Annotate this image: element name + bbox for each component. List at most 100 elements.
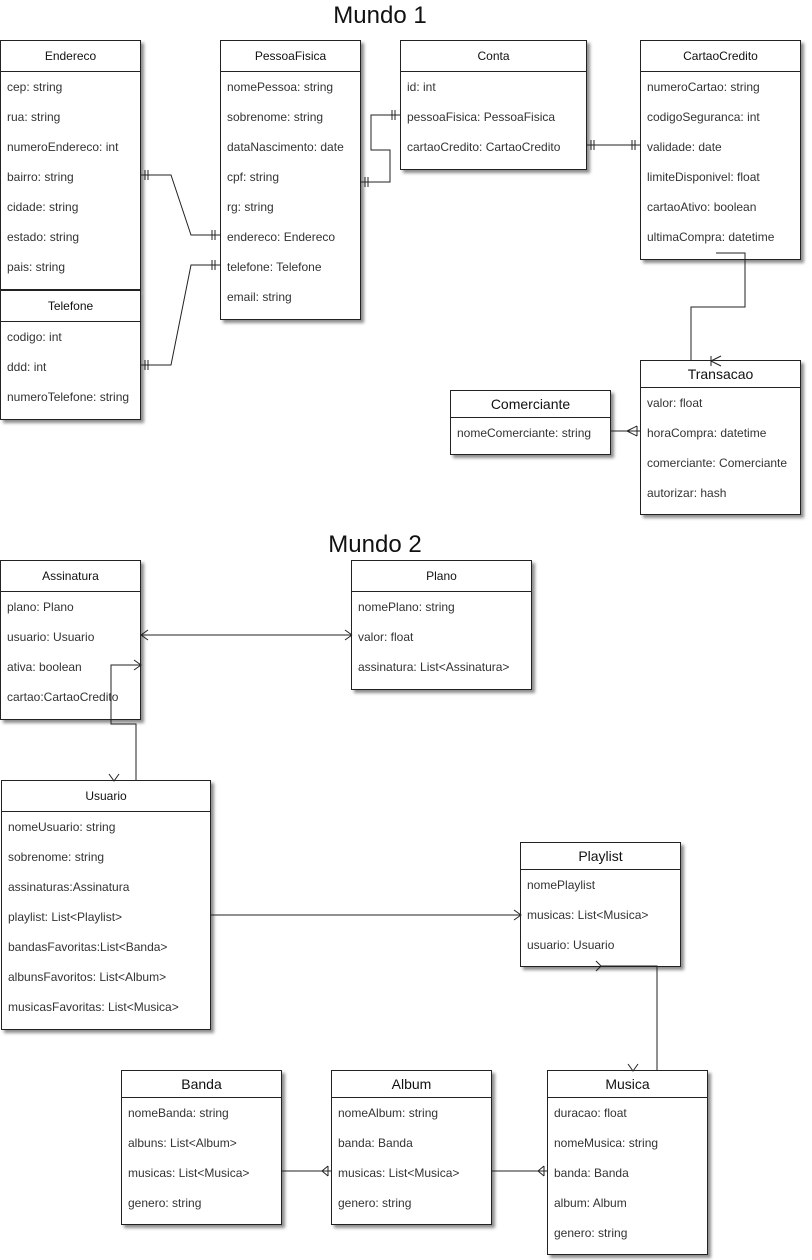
entity-attribute: valor: float	[358, 630, 414, 644]
entity-attribute: email: string	[227, 290, 292, 304]
entity-attribute: ultimaCompra: datetime	[647, 230, 775, 244]
entity-attribute: id: int	[407, 80, 436, 94]
entity-attribute: nomeComerciante: string	[457, 426, 592, 440]
entity-attribute: bairro: string	[7, 170, 74, 184]
entity-cartaocredito[interactable]: CartaoCredito numeroCartao: string codigoS…	[640, 40, 801, 260]
entity-attribute: assinaturas:Assinatura	[8, 880, 130, 894]
entity-banda[interactable]: Banda nomeBanda: string albuns: List<Album…	[121, 1070, 282, 1225]
entity-attribute: genero: string	[128, 1196, 202, 1210]
entity-attribute: musicas: List<Musica>	[338, 1166, 460, 1180]
entity-attribute: numeroTelefone: string	[7, 390, 130, 404]
mark-one-endereco	[144, 170, 149, 180]
entity-name: Comerciante	[451, 391, 610, 418]
mark-many-musica-album	[537, 1165, 545, 1177]
entity-attribute: comerciante: Comerciante	[647, 456, 788, 470]
mark-many-plano-assinatura	[344, 629, 353, 641]
entity-album[interactable]: Album nomeAlbum: string banda: Banda musica…	[331, 1070, 492, 1225]
entity-attribute: numeroEndereco: int	[7, 140, 119, 154]
entity-attribute: valor: float	[647, 396, 703, 410]
connector-usuario-assinatura	[110, 664, 141, 781]
entity-attribute: numeroCartao: string	[647, 80, 760, 94]
entity-attribute: nomePlaylist	[527, 878, 596, 892]
entity-attribute: assinatura: List<Assinatura>	[358, 660, 510, 674]
entity-plano[interactable]: Plano nomePlano: string valor: float assina…	[351, 560, 532, 690]
entity-attribute: validade: date	[647, 140, 722, 154]
entity-name: Banda	[122, 1071, 281, 1098]
entity-attribute: ddd: int	[7, 360, 47, 374]
mark-many-usuario	[108, 773, 120, 782]
entity-attribute: codigoSeguranca: int	[647, 110, 760, 124]
entity-attribute: dataNascimento: date	[227, 140, 344, 154]
diagram-title-mundo-1: Mundo 1	[333, 2, 427, 29]
mark-one-pessoafisica-endereco	[211, 230, 216, 240]
entity-name: Playlist	[521, 843, 680, 870]
entity-playlist[interactable]: Playlist nomePlaylist musicas: List<Musica…	[520, 842, 681, 967]
entity-attribute: musicasFavoritas: List<Musica>	[8, 1000, 179, 1014]
connector-pessoafisica-conta	[361, 114, 401, 183]
entity-attribute: musicas: List<Musica>	[527, 908, 649, 922]
entity-attribute: cartaoAtivo: boolean	[647, 200, 757, 214]
entity-name: Usuario	[2, 781, 210, 812]
entity-attribute: nomePlano: string	[358, 600, 455, 614]
mark-one-pessoafisica-telefone	[211, 260, 216, 270]
entity-attribute: duracao: float	[554, 1106, 627, 1120]
entity-attribute: autorizar: hash	[647, 486, 727, 500]
entity-attribute: cartao:CartaoCredito	[7, 690, 119, 704]
entity-attribute: nomePessoa: string	[227, 80, 334, 94]
entity-attribute: nomeAlbum: string	[338, 1106, 439, 1120]
mark-many-playlist-usuario	[513, 909, 522, 921]
entity-name: Endereco	[1, 41, 140, 72]
mark-many-album-banda	[321, 1165, 329, 1177]
entity-attribute: codigo: int	[7, 330, 62, 344]
diagram-title-mundo-2: Mundo 2	[328, 531, 422, 558]
entity-attribute: rua: string	[7, 110, 61, 124]
entity-attribute: rg: string	[227, 200, 274, 214]
entity-name: Plano	[352, 561, 531, 592]
entity-attribute: cidade: string	[7, 200, 79, 214]
entity-attribute: cartaoCredito: CartaoCredito	[407, 140, 561, 154]
entity-attribute: albuns: List<Album>	[128, 1136, 237, 1150]
mark-many-assinatura-plano	[140, 629, 149, 641]
entity-attribute: genero: string	[338, 1196, 412, 1210]
entity-attribute: pessoaFisica: PessoaFisica	[407, 110, 556, 124]
entity-conta[interactable]: Conta id: int pessoaFisica: PessoaFisica ca…	[400, 40, 587, 170]
mark-many-assinatura-usuario	[133, 659, 142, 671]
mark-one-pessoafisica-conta	[364, 177, 369, 187]
entity-name: Assinatura	[1, 561, 140, 592]
entity-attribute: sobrenome: string	[227, 110, 324, 124]
entity-name: CartaoCredito	[641, 41, 800, 72]
entity-attribute: pais: string	[7, 260, 66, 274]
entity-attribute: nomeBanda: string	[128, 1106, 229, 1120]
entity-attribute: banda: Banda	[338, 1136, 413, 1150]
entity-attribute: cpf: string	[227, 170, 280, 184]
entity-attribute: telefone: Telefone	[227, 260, 322, 274]
mark-many-transacao	[710, 355, 722, 367]
mark-many-musica-playlist	[627, 1063, 639, 1072]
entity-endereco[interactable]: Endereco cep: string rua: string numeroEnde…	[0, 40, 141, 290]
entity-attribute: limiteDisponivel: float	[647, 170, 760, 184]
connector-playlist-musica	[601, 965, 658, 1071]
entity-attribute: plano: Plano	[7, 600, 74, 614]
mark-one-telefone	[144, 360, 149, 370]
entity-name: Musica	[548, 1071, 707, 1098]
mark-one-conta-cartao	[590, 140, 595, 150]
entity-comerciante[interactable]: Comerciante nomeComerciante: string	[450, 390, 611, 455]
entity-musica[interactable]: Musica duracao: float nomeMusica: string ba…	[547, 1070, 708, 1255]
mark-one-cartao-conta	[631, 140, 636, 150]
entity-name: Album	[332, 1071, 491, 1098]
entity-attribute: sobrenome: string	[8, 850, 105, 864]
entity-attribute: playlist: List<Playlist>	[8, 910, 123, 924]
entity-attribute: cep: string	[7, 80, 63, 94]
entity-name: Transacao	[641, 361, 800, 388]
entity-attribute: nomeMusica: string	[554, 1136, 659, 1150]
entity-attribute: usuario: Usuario	[7, 630, 95, 644]
entity-attribute: banda: Banda	[554, 1166, 629, 1180]
entity-attribute: usuario: Usuario	[527, 938, 615, 952]
entity-name: Conta	[401, 41, 586, 72]
